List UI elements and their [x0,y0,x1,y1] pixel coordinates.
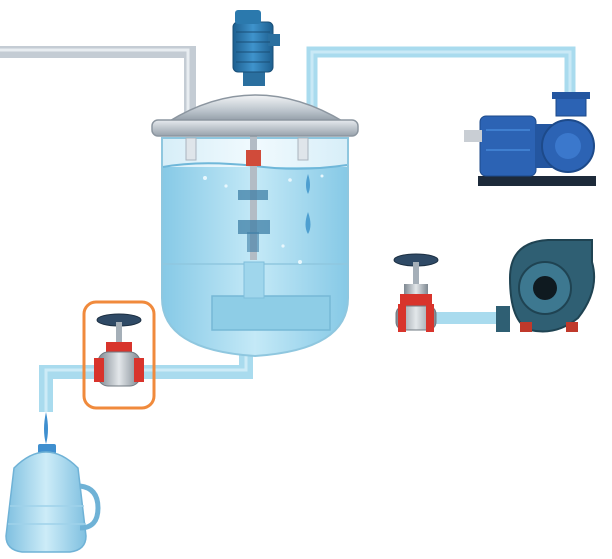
sparger-chamber [211,295,331,331]
pump-icon [464,92,596,186]
highlight-box [82,300,156,410]
feed-pipe [0,46,196,120]
pump-return-pipe [306,46,576,120]
blower-icon [496,239,596,333]
agitator-blade-lower [238,220,270,234]
inlet-valve[interactable] [393,253,439,332]
tank-lid [165,94,347,123]
motor-icon [232,10,280,86]
tank-rim [151,119,359,137]
agitator-shaft [250,110,257,260]
agitator-blade-upper [238,190,268,200]
water-jug-icon [5,412,101,553]
outlet-valve[interactable] [82,300,156,410]
mixing-tank [151,94,359,358]
